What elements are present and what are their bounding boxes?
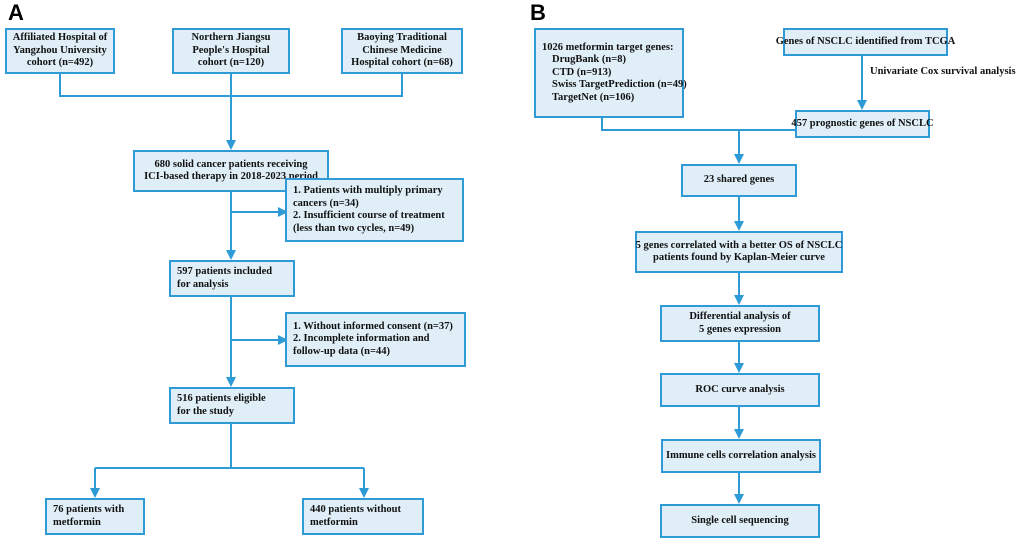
tcga-genes-box: Genes of NSCLC identified from TCGA xyxy=(776,28,955,56)
with-metformin-box: 76 patients with metformin xyxy=(45,498,145,535)
panel-b-label: B xyxy=(530,0,546,25)
prognostic-genes-box: 457 prognostic genes of NSCLC xyxy=(791,110,934,138)
cohort-yangzhou-box: Affiliated Hospital of Yangzhou Universi… xyxy=(5,28,115,74)
cohort-northern-jiangsu-box: Northern Jiangsu People's Hospital cohor… xyxy=(172,28,290,74)
without-metformin-box: 440 patients without metformin xyxy=(302,498,424,535)
included-patients-box: 597 patients included for analysis xyxy=(169,260,295,297)
immune-correlation-box: Immune cells correlation analysis xyxy=(661,439,821,473)
kaplan-meier-box: 5 genes correlated with a better OS of N… xyxy=(635,231,843,273)
cohort-baoying-box: Baoying Traditional Chinese Medicine Hos… xyxy=(341,28,463,74)
exclusion-criteria-1-box: 1. Patients with multiply primary cancer… xyxy=(285,178,464,242)
differential-analysis-box: Differential analysis of 5 genes express… xyxy=(660,305,820,342)
total-patients-box: 680 solid cancer patients receiving ICI-… xyxy=(133,150,329,192)
roc-analysis-box: ROC curve analysis xyxy=(660,373,820,407)
exclusion-criteria-2-box: 1. Without informed consent (n=37) 2. In… xyxy=(285,312,466,367)
metformin-target-genes-box: 1026 metformin target genes: DrugBank (n… xyxy=(534,28,687,118)
eligible-patients-box: 516 patients eligible for the study xyxy=(169,387,295,424)
panel-a-label: A xyxy=(8,0,24,25)
shared-genes-box: 23 shared genes xyxy=(681,164,797,197)
single-cell-sequencing-box: Single cell sequencing xyxy=(660,504,820,538)
cox-analysis-label: Univariate Cox survival analysis xyxy=(870,66,1016,77)
